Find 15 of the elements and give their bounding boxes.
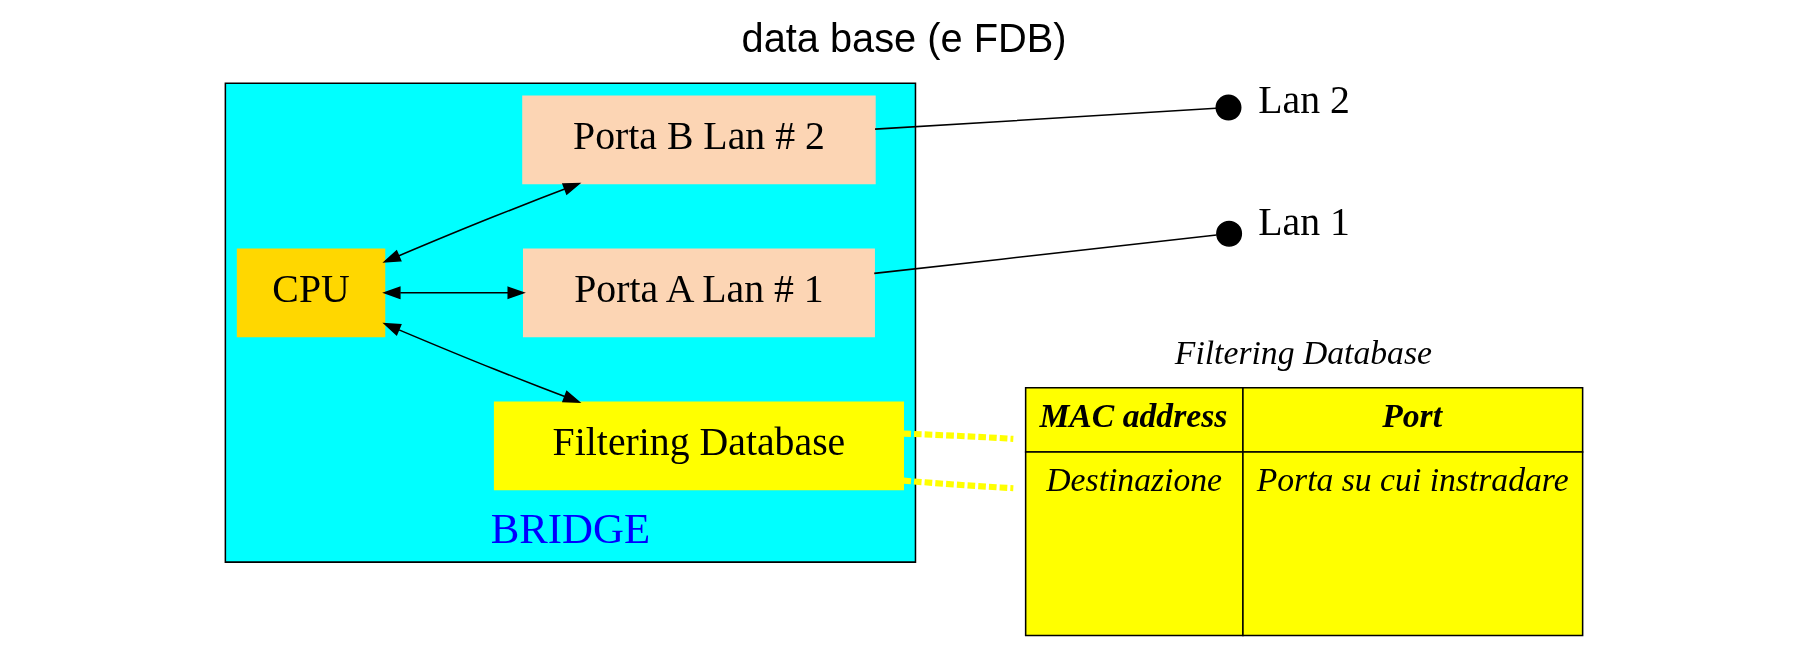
arrow: [382, 182, 582, 263]
arrow: [382, 322, 582, 403]
connector: [873, 220, 1243, 275]
connector: [874, 94, 1242, 130]
diagram-title: data base (e FDB): [741, 16, 1067, 61]
node-box: CPU: [236, 248, 386, 338]
node-box: Filtering Database: [493, 401, 904, 491]
node-box: Porta A Lan # 1: [523, 248, 875, 338]
node-text: Lan 1: [1258, 200, 1350, 245]
connector: [903, 430, 1014, 442]
node-label: Filtering Database: [1174, 334, 1432, 372]
connector: [903, 477, 1014, 492]
node-box: Porta B Lan # 2: [522, 95, 876, 185]
arrow: [382, 286, 526, 300]
node-text: Lan 2: [1258, 77, 1350, 122]
